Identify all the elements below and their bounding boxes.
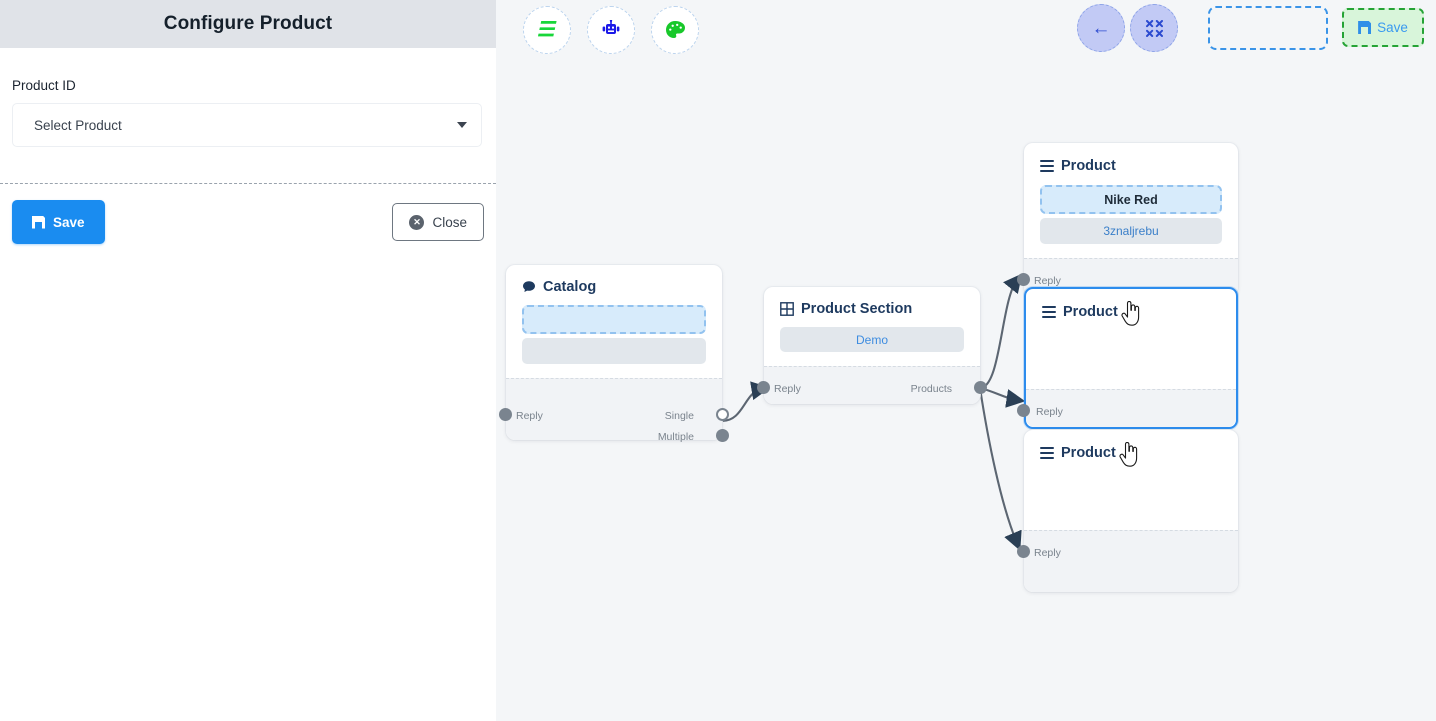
canvas-save-button[interactable]: Save (1342, 8, 1424, 47)
product-section-port-products-dot[interactable] (974, 381, 987, 394)
product-1-chip-secondary[interactable]: 3znaljrebu (1040, 218, 1222, 244)
node-product-3-header: Product (1024, 430, 1238, 472)
node-product-2-title: Product (1063, 304, 1118, 320)
product-section-port-reply-label: Reply (774, 383, 801, 395)
product-2-port-reply-label: Reply (1036, 406, 1063, 418)
back-button[interactable]: ← (1077, 4, 1125, 52)
tool-button-stack[interactable]: ☰ (523, 6, 571, 54)
product-select[interactable]: Select Product (12, 103, 482, 147)
product-1-chip-primary[interactable]: Nike Red (1040, 185, 1222, 214)
catalog-port-single-dot[interactable] (716, 408, 729, 421)
node-catalog-title: Catalog (543, 279, 597, 295)
product-id-label: Product ID (12, 78, 76, 93)
save-button[interactable]: Save (12, 200, 105, 244)
node-product-2-body (1026, 301, 1236, 389)
panel-divider (0, 183, 496, 184)
hamburger-icon (1040, 157, 1054, 175)
grid-table-icon (780, 302, 794, 316)
floppy-disk-icon (32, 216, 45, 229)
page-title: Configure Product (163, 13, 333, 34)
close-button[interactable]: ✕ Close (392, 203, 484, 241)
compress-icon (1145, 19, 1163, 37)
product-1-port-reply-label: Reply (1034, 275, 1061, 287)
node-catalog[interactable]: Catalog Reply Single Multiple (499, 265, 729, 443)
node-catalog-header: Catalog (506, 265, 722, 305)
node-product-1[interactable]: Product Nike Red 3znaljrebu Reply (1017, 143, 1238, 296)
catalog-port-reply-dot[interactable] (499, 408, 512, 421)
catalog-chip-primary[interactable] (522, 305, 706, 334)
close-circle-icon: ✕ (409, 214, 425, 230)
node-product-2-header: Product (1026, 289, 1236, 331)
product-1-port-reply-dot[interactable] (1017, 273, 1030, 286)
node-product-section[interactable]: Product Section Demo Reply Products (757, 287, 987, 404)
hamburger-icon (1040, 444, 1054, 462)
product-section-chip-demo[interactable]: Demo (780, 327, 964, 352)
panel-action-bar: Save ✕ Close (0, 200, 496, 244)
empty-toolbar-slot[interactable] (1208, 6, 1328, 50)
product-3-port-reply-dot[interactable] (1017, 545, 1030, 558)
node-product-2[interactable]: Product Reply (1017, 287, 1238, 429)
catalog-port-multiple-dot[interactable] (716, 429, 729, 442)
node-product-section-ports: Reply Products (757, 366, 987, 404)
product-section-port-products-label: Products (910, 383, 952, 395)
node-product-section-header: Product Section (764, 287, 980, 327)
configure-product-panel: Configure Product Product ID Select Prod… (0, 0, 496, 721)
node-catalog-ports: Reply Single Multiple (499, 378, 729, 443)
node-product-section-title: Product Section (801, 301, 913, 317)
tool-button-palette[interactable] (651, 6, 699, 54)
product-select-value: Select Product (34, 117, 122, 133)
node-product-3[interactable]: Product Reply (1017, 430, 1238, 592)
save-button-label: Save (53, 214, 85, 230)
palette-icon (665, 21, 685, 38)
chat-bubble-icon (523, 281, 535, 292)
node-product-section-body: Demo (764, 327, 980, 366)
pointer-hand-cursor (1121, 301, 1140, 326)
node-product-1-title: Product (1061, 158, 1116, 174)
fit-view-button[interactable] (1130, 4, 1178, 52)
product-3-port-reply-label: Reply (1034, 547, 1061, 559)
node-product-1-header: Product (1024, 143, 1238, 185)
catalog-port-multiple-label: Multiple (657, 431, 694, 443)
canvas-save-label: Save (1377, 20, 1408, 35)
pointer-hand-cursor (1119, 442, 1138, 467)
chevron-down-icon (457, 122, 467, 128)
config-panel-body: Product ID Select Product (0, 48, 496, 147)
back-arrow-icon: ← (1091, 17, 1111, 39)
product-2-port-reply-dot[interactable] (1017, 404, 1030, 417)
node-catalog-body (506, 305, 722, 378)
config-panel-header: Configure Product (0, 0, 496, 48)
node-product-3-body (1024, 442, 1238, 530)
tool-button-robot[interactable] (587, 6, 635, 54)
hamburger-icon (1042, 303, 1056, 321)
floppy-disk-icon (1358, 21, 1371, 34)
node-product-3-title: Product (1061, 445, 1116, 461)
product-section-port-reply-dot[interactable] (757, 381, 770, 394)
catalog-port-reply-label: Reply (516, 410, 543, 422)
flow-canvas[interactable]: ☰ (496, 0, 1436, 721)
catalog-port-single-label: Single (664, 410, 694, 422)
node-product-1-body: Nike Red 3znaljrebu (1024, 185, 1238, 258)
close-button-label: Close (432, 214, 467, 230)
catalog-chip-secondary[interactable] (522, 338, 706, 364)
node-product-2-ports: Reply (1017, 389, 1236, 427)
node-product-3-ports: Reply (1017, 530, 1238, 592)
stack-icon: ☰ (535, 19, 559, 41)
robot-icon (602, 20, 620, 34)
